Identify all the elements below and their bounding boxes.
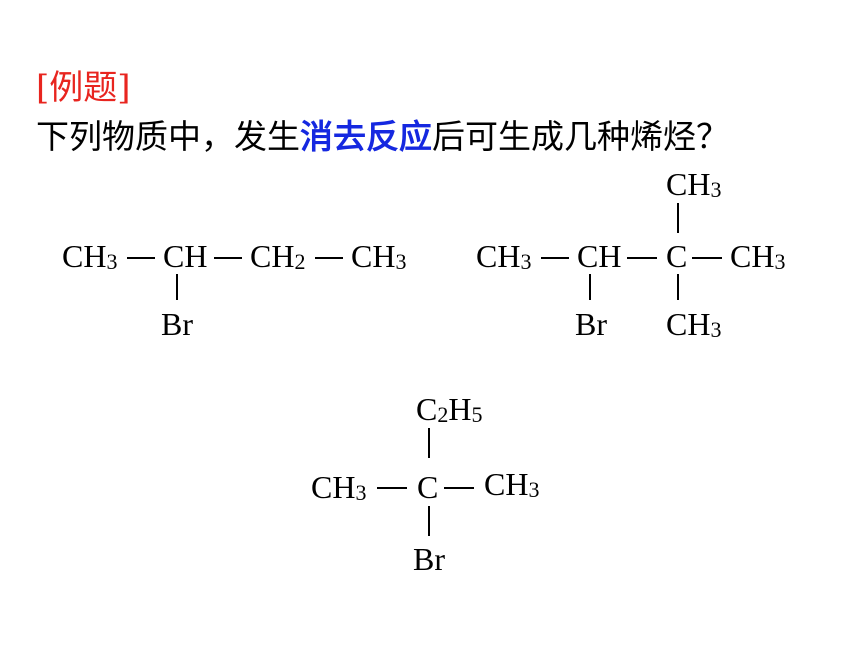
mol1-ch3-right-text: CH <box>351 238 396 274</box>
mol2-ch3-right: CH3 <box>730 240 785 273</box>
mol1-ch2: CH2 <box>250 240 305 273</box>
mol3-ch3-right-text: CH <box>484 466 529 502</box>
mol3-bond-right <box>444 487 474 489</box>
mol2-ch3-top-sub: 3 <box>710 177 722 202</box>
mol3-c2h5-c-sub: 2 <box>437 402 449 427</box>
mol3-c2h5-h: H <box>448 391 472 427</box>
mol3-bond-left <box>377 487 407 489</box>
mol1-bond-2 <box>214 257 242 259</box>
mol2-bond-top <box>677 203 679 233</box>
mol2-ch3-left-sub: 3 <box>520 249 532 274</box>
example-label: [例题] <box>36 68 131 108</box>
mol2-c: C <box>666 238 688 274</box>
mol2-ch3-bottom: CH3 <box>666 308 721 341</box>
mol1-bond-br <box>176 274 178 300</box>
mol3-c2h5-c: C <box>416 391 438 427</box>
mol2-bond-bottom <box>677 274 679 300</box>
mol2-ch3-bottom-text: CH <box>666 306 711 342</box>
mol2-ch3-top-text: CH <box>666 166 711 202</box>
mol2-ch: CH <box>577 238 622 274</box>
mol2-ch3-bottom-sub: 3 <box>710 317 722 342</box>
mol1-ch3-left-sub: 3 <box>106 249 118 274</box>
mol1-ch3-right-sub: 3 <box>395 249 407 274</box>
mol1-ch3-right: CH3 <box>351 240 406 273</box>
mol3-br: Br <box>413 541 445 577</box>
mol2-ch3-right-sub: 3 <box>774 249 786 274</box>
mol3-ch3-left-text: CH <box>311 469 356 505</box>
mol2-ch3-right-text: CH <box>730 238 775 274</box>
mol1-ch3-left-text: CH <box>62 238 107 274</box>
mol3-c: C <box>417 469 439 505</box>
mol2-ch3-left-text: CH <box>476 238 521 274</box>
question-text: 下列物质中，发生消去反应后可生成几种烯烃？ <box>36 110 729 158</box>
mol3-ch3-left: CH3 <box>311 471 366 504</box>
mol2-ch3-left: CH3 <box>476 240 531 273</box>
mol1-ch: CH <box>163 238 208 274</box>
mol3-ch3-left-sub: 3 <box>355 480 367 505</box>
mol1-bond-3 <box>315 257 343 259</box>
mol2-bond-br <box>589 274 591 300</box>
mol3-c2h5-h-sub: 5 <box>471 402 483 427</box>
question-prefix: 下列物质中，发生 <box>36 117 300 156</box>
mol2-bond-3 <box>692 257 722 259</box>
mol1-bond-1 <box>127 257 155 259</box>
question-suffix: 后可生成几种烯烃？ <box>432 117 729 156</box>
mol3-bond-br <box>428 506 430 536</box>
mol2-bond-2 <box>627 257 657 259</box>
mol3-ch3-right-sub: 3 <box>528 477 540 502</box>
mol2-br: Br <box>575 306 607 342</box>
question-highlight: 消去反应 <box>300 117 432 156</box>
mol2-ch3-top: CH3 <box>666 168 721 201</box>
mol2-bond-1 <box>541 257 569 259</box>
mol3-c2h5: C2H5 <box>416 393 482 426</box>
mol1-ch2-sub: 2 <box>294 249 306 274</box>
mol1-br: Br <box>161 306 193 342</box>
mol3-bond-top <box>428 428 430 458</box>
mol1-ch3-left: CH3 <box>62 240 117 273</box>
mol1-ch2-text: CH <box>250 238 295 274</box>
mol3-ch3-right: CH3 <box>484 468 539 501</box>
